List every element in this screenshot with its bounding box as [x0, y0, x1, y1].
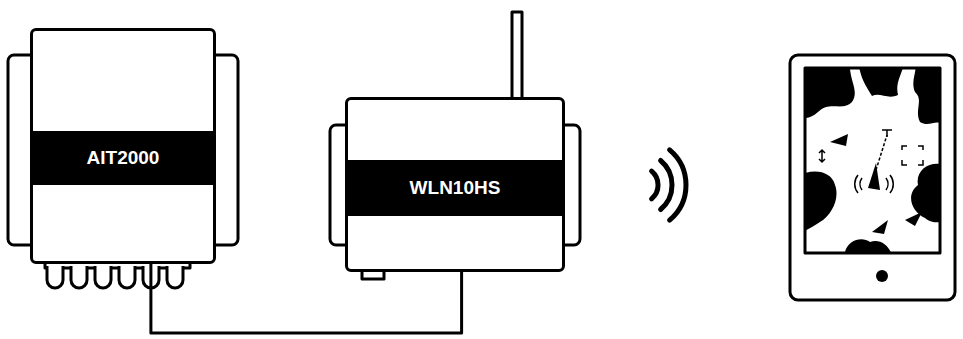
- home-button: [876, 270, 888, 282]
- device-housing: WLN10HS: [345, 97, 565, 272]
- device-housing: AIT2000: [30, 28, 216, 264]
- label-band: AIT2000: [33, 131, 213, 185]
- device-name: AIT2000: [77, 147, 170, 169]
- radar-image: [806, 69, 939, 252]
- device-name: WLN10HS: [400, 177, 511, 199]
- label-band: WLN10HS: [348, 160, 562, 216]
- cable: [151, 264, 462, 333]
- connector: [119, 266, 135, 288]
- wireless-signal: [652, 150, 686, 220]
- connector: [167, 266, 183, 288]
- connector: [71, 266, 87, 288]
- antenna: [512, 12, 522, 102]
- connector: [95, 266, 111, 288]
- connector: [47, 266, 63, 288]
- tablet: [790, 55, 955, 300]
